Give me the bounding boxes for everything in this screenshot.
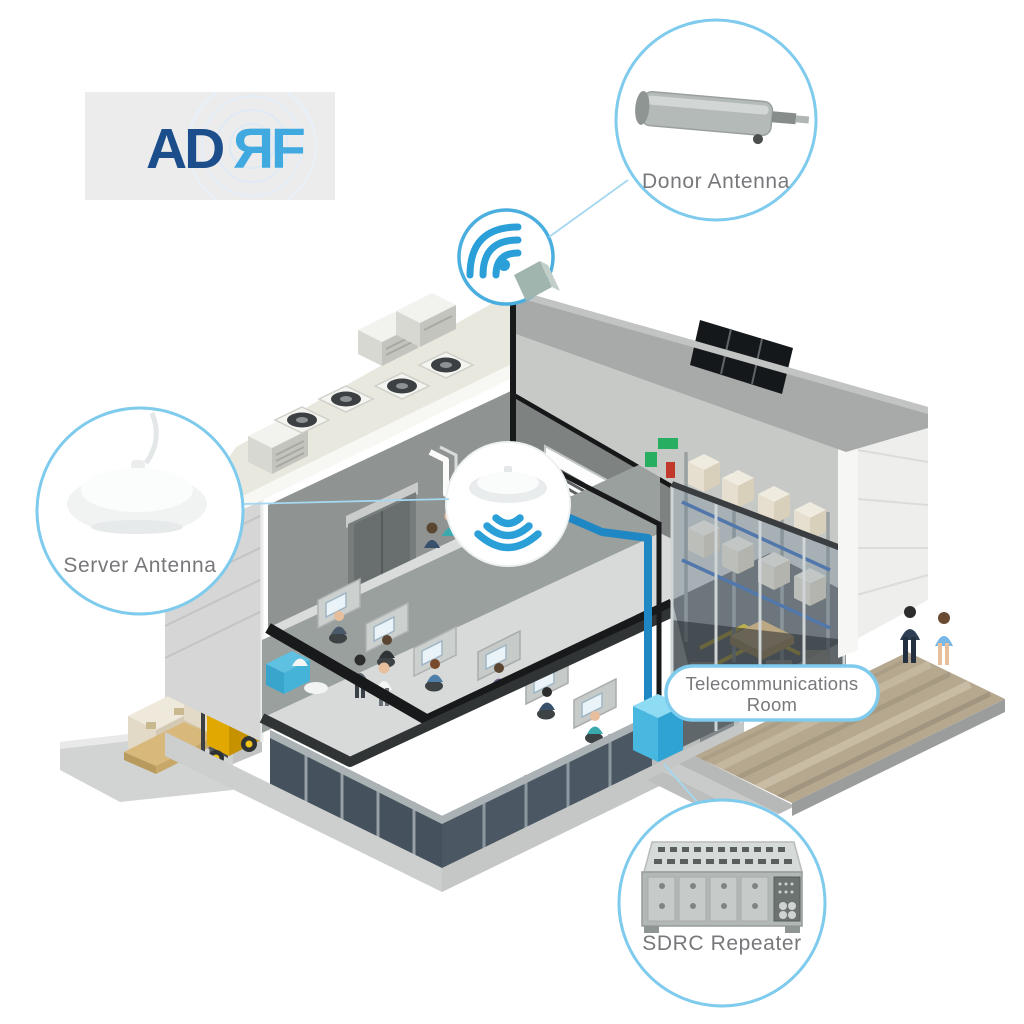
callout-sdrc-repeater: SDRC Repeater (617, 798, 827, 1008)
hvac-vent-unit-2 (358, 293, 456, 366)
ground-floor (165, 671, 744, 892)
donor-antenna-label: Donor Antenna (642, 170, 790, 193)
office-desks (317, 577, 617, 744)
ground-glass-left (270, 730, 442, 880)
antenna-box (514, 261, 552, 301)
donor-antenna-icon (635, 90, 810, 145)
server-antenna-icon (67, 412, 207, 534)
sidewalk-left (165, 732, 442, 892)
exit-sign-icon (645, 438, 678, 478)
telecom-room-pill: Telecommunications Room (664, 664, 880, 722)
telecom-room-label-line1: Telecommunications (685, 673, 858, 694)
callout-server-antenna: Server Antenna (35, 406, 245, 616)
telecom-room-box (633, 694, 683, 762)
adrf-logo: AD ЯF (85, 92, 335, 200)
rf-wave-pattern-icon (187, 92, 317, 200)
ground-glass-front (442, 714, 652, 880)
server-cable-blue (554, 508, 652, 712)
right-exterior-wall (832, 382, 929, 658)
middle-slab-edge (259, 572, 751, 767)
warehouse-roof (516, 290, 928, 452)
logo-background (85, 92, 335, 200)
hvac-vent-unit (248, 418, 308, 474)
sidewalk-right (442, 721, 744, 892)
deck-people (900, 606, 953, 665)
roof-fascia (183, 362, 516, 539)
callout-donor-antenna: Donor Antenna (614, 18, 818, 222)
sdrc-repeater-label: SDRC Repeater (642, 932, 802, 955)
logo-text-rf: ЯF (233, 117, 304, 181)
rooftop-donor-antenna-icon (457, 208, 560, 306)
server-antenna-label: Server Antenna (63, 554, 216, 577)
wifi-signal-icon (466, 223, 522, 279)
indoor-server-antenna-icon (445, 441, 571, 567)
logo-text-ad: AD (146, 117, 223, 181)
deck-surface (695, 652, 1005, 803)
main-roof (183, 290, 516, 539)
corner-pillar (838, 390, 858, 658)
callout-connectors (242, 179, 699, 804)
glass-top-frame (670, 481, 848, 553)
wifi-signal-icon (474, 514, 542, 552)
hvac-fan-units (273, 351, 475, 434)
fire-extinguisher-icon (666, 462, 675, 478)
sdrc-repeater-icon (641, 841, 803, 933)
top-slab-edge (265, 599, 675, 726)
telecom-room-label-line2: Room (747, 694, 798, 715)
